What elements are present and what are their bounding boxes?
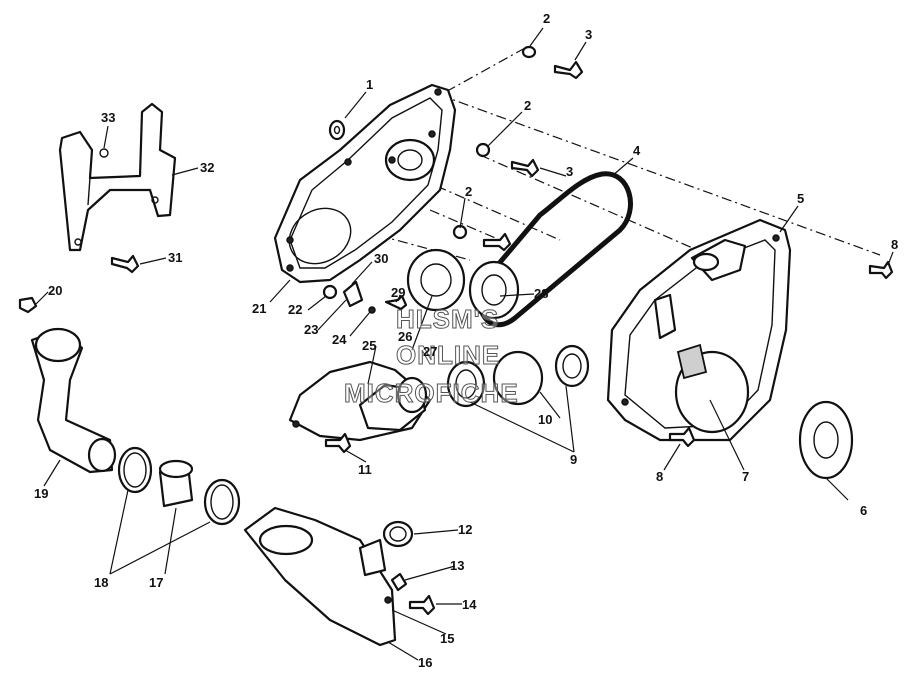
drive-belt: [477, 171, 633, 328]
callout-30: 30: [374, 251, 388, 266]
callout-19: 19: [34, 486, 48, 501]
callout-3: 3: [585, 27, 592, 42]
intake-duct: [288, 248, 520, 442]
washer-1: [328, 119, 346, 141]
svg-text:MICROFICHE: MICROFICHE: [344, 378, 519, 408]
watermark: HLSM'S ONLINE MICROFICHE: [344, 304, 519, 409]
callout-27: 27: [423, 344, 437, 359]
small-hardware: [322, 280, 408, 454]
callout-labels: 1 2 3 2 3 2 4 5 8 6 7 8 10 9 11 12 13 14…: [34, 11, 898, 670]
callout-23: 23: [304, 322, 318, 337]
callout-3: 3: [566, 164, 573, 179]
callout-2: 2: [524, 98, 531, 113]
outer-clutch-cover: [606, 218, 792, 442]
callout-21: 21: [252, 301, 266, 316]
callout-29: 29: [391, 285, 405, 300]
callout-13: 13: [450, 558, 464, 573]
callout-11: 11: [358, 462, 372, 477]
callout-33: 33: [101, 110, 115, 125]
callout-12: 12: [458, 522, 472, 537]
screw-8: [668, 260, 894, 448]
duct-clamp-hardware: [382, 520, 436, 616]
callout-32: 32: [200, 160, 214, 175]
callout-31: 31: [168, 250, 182, 265]
callout-16: 16: [418, 655, 432, 670]
seal-rings: [446, 344, 590, 408]
gasket-ring: [798, 400, 854, 480]
callout-15: 15: [440, 631, 454, 646]
callout-20: 20: [48, 283, 62, 298]
hose-clamps: [117, 446, 241, 526]
callout-22: 22: [288, 302, 302, 317]
callout-10: 10: [538, 412, 552, 427]
callout-8: 8: [656, 469, 663, 484]
callout-18: 18: [94, 575, 108, 590]
callout-25: 25: [362, 338, 376, 353]
elbow-duct: [18, 296, 117, 474]
svg-text:HLSM'S: HLSM'S: [396, 304, 499, 334]
leader-lines: [35, 27, 894, 661]
callout-24: 24: [332, 332, 347, 347]
callout-17: 17: [149, 575, 163, 590]
callout-8: 8: [891, 237, 898, 252]
callout-14: 14: [462, 597, 477, 612]
washer-2: [452, 45, 537, 240]
callout-2: 2: [543, 11, 550, 26]
callout-7: 7: [742, 469, 749, 484]
callout-1: 1: [366, 77, 373, 92]
callout-6: 6: [860, 503, 867, 518]
bolt-31: [110, 254, 140, 274]
callout-2: 2: [465, 184, 472, 199]
mounting-bracket: [58, 102, 177, 252]
callout-26: 26: [398, 329, 412, 344]
callout-4: 4: [633, 143, 641, 158]
bolt-3: [482, 60, 584, 252]
callout-9: 9: [570, 452, 577, 467]
callout-28: 28: [534, 286, 548, 301]
svg-text:ONLINE: ONLINE: [396, 340, 500, 370]
callout-5: 5: [797, 191, 804, 206]
lower-duct: [243, 506, 397, 647]
inner-cover-plate: [273, 83, 457, 284]
